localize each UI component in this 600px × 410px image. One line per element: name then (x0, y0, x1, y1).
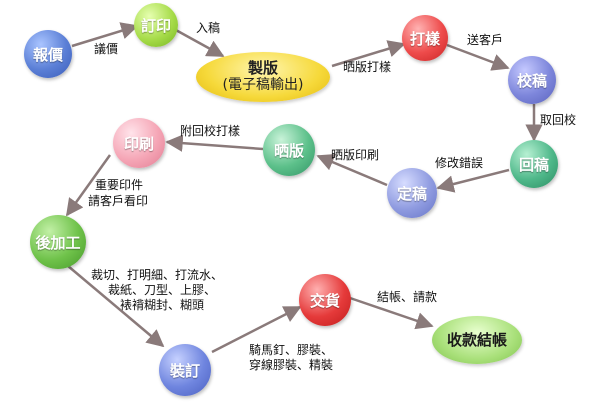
edge-label-zhongyao-2: 請客戶看印 (88, 194, 149, 208)
node-dingyin: 訂印 (134, 3, 178, 47)
node-baojia: 報價 (24, 30, 72, 78)
node-dinggao-label: 定稿 (396, 184, 427, 203)
edge-label-yijia: 議價 (94, 42, 119, 56)
arrow-zhuangding-jiaohuo (211, 305, 302, 354)
node-shoukuan: 收款結帳 (432, 316, 522, 364)
node-zhuangding: 裝訂 (159, 344, 211, 396)
edge-label-houjiagong-2: 裁紙、刀型、上膠、 (108, 283, 217, 297)
node-huigao: 回稿 (510, 140, 558, 188)
arrow-zhiban-dayang (331, 40, 406, 68)
node-baojia-label: 報價 (32, 45, 63, 64)
node-shoukuan-label: 收款結帳 (446, 330, 507, 349)
node-houjiagong: 後加工 (30, 215, 86, 269)
node-huigao-label: 回稿 (518, 155, 549, 174)
edge-label-qu-huixiao: 取回校 (540, 113, 577, 127)
node-shaiban: 晒版 (263, 124, 315, 176)
edge-label-song-kehu: 送客戶 (467, 33, 504, 47)
arrow-dinggao-shaiban (316, 154, 388, 187)
edge-label-zhongyao-1: 重要印件 (95, 178, 144, 192)
arrow-yinshua-houjiagong (65, 154, 112, 217)
node-zhuangding-label: 裝訂 (169, 361, 200, 380)
arrow-dingyin-zhiban (173, 27, 225, 58)
node-zhiban-label: 製版 (247, 59, 278, 77)
arrow-huigao-dinggao (436, 168, 510, 193)
node-jiaohuo-label: 交貨 (309, 291, 340, 310)
node-yinshua: 印刷 (113, 118, 165, 168)
edge-label-zhuangding-1: 騎馬釘、膠裝、 (249, 343, 334, 357)
edge-label-rugao: 入稿 (196, 21, 221, 35)
node-dayang-label: 打樣 (409, 29, 440, 48)
edge-label-shaiban-yinshua: 晒版印刷 (331, 148, 380, 162)
arrow-jiaohuo-shoukuan (349, 296, 434, 330)
edge-label-fu-huixiao-dayang: 附回校打樣 (180, 124, 241, 138)
edge-label-jiezhang: 結帳、請款 (377, 290, 438, 304)
arrow-baojia-dingyin (71, 22, 139, 48)
node-dayang: 打樣 (402, 15, 448, 61)
node-dinggao: 定稿 (387, 168, 437, 218)
node-jiaogao: 校稿 (508, 56, 556, 104)
arrow-houjiagong-zhuangding (67, 265, 165, 348)
node-jiaogao-label: 校稿 (516, 71, 547, 90)
node-houjiagong-label: 後加工 (35, 233, 81, 252)
arrow-dayang-jiaogao (446, 43, 510, 71)
node-zhiban-sublabel: (電子稿輸出) (222, 77, 304, 93)
edge-label-xiugai-cuowu: 修改錯誤 (435, 156, 484, 170)
node-dingyin-label: 訂印 (140, 16, 171, 35)
node-jiaohuo: 交貨 (299, 274, 351, 326)
node-zhiban: 製版 (電子稿輸出) (196, 52, 330, 102)
arrow-shaiban-yinshua (165, 134, 264, 152)
edge-label-shaiban-dayang: 晒版打樣 (343, 60, 392, 74)
edge-label-zhuangding-2: 穿線膠裝、精裝 (249, 358, 334, 372)
node-shaiban-label: 晒版 (273, 141, 304, 160)
edge-label-houjiagong-1: 裁切、打明細、打流水、 (91, 268, 224, 282)
node-yinshua-label: 印刷 (123, 134, 154, 153)
edge-label-houjiagong-3: 裱褙糊封、糊頭 (120, 298, 205, 312)
